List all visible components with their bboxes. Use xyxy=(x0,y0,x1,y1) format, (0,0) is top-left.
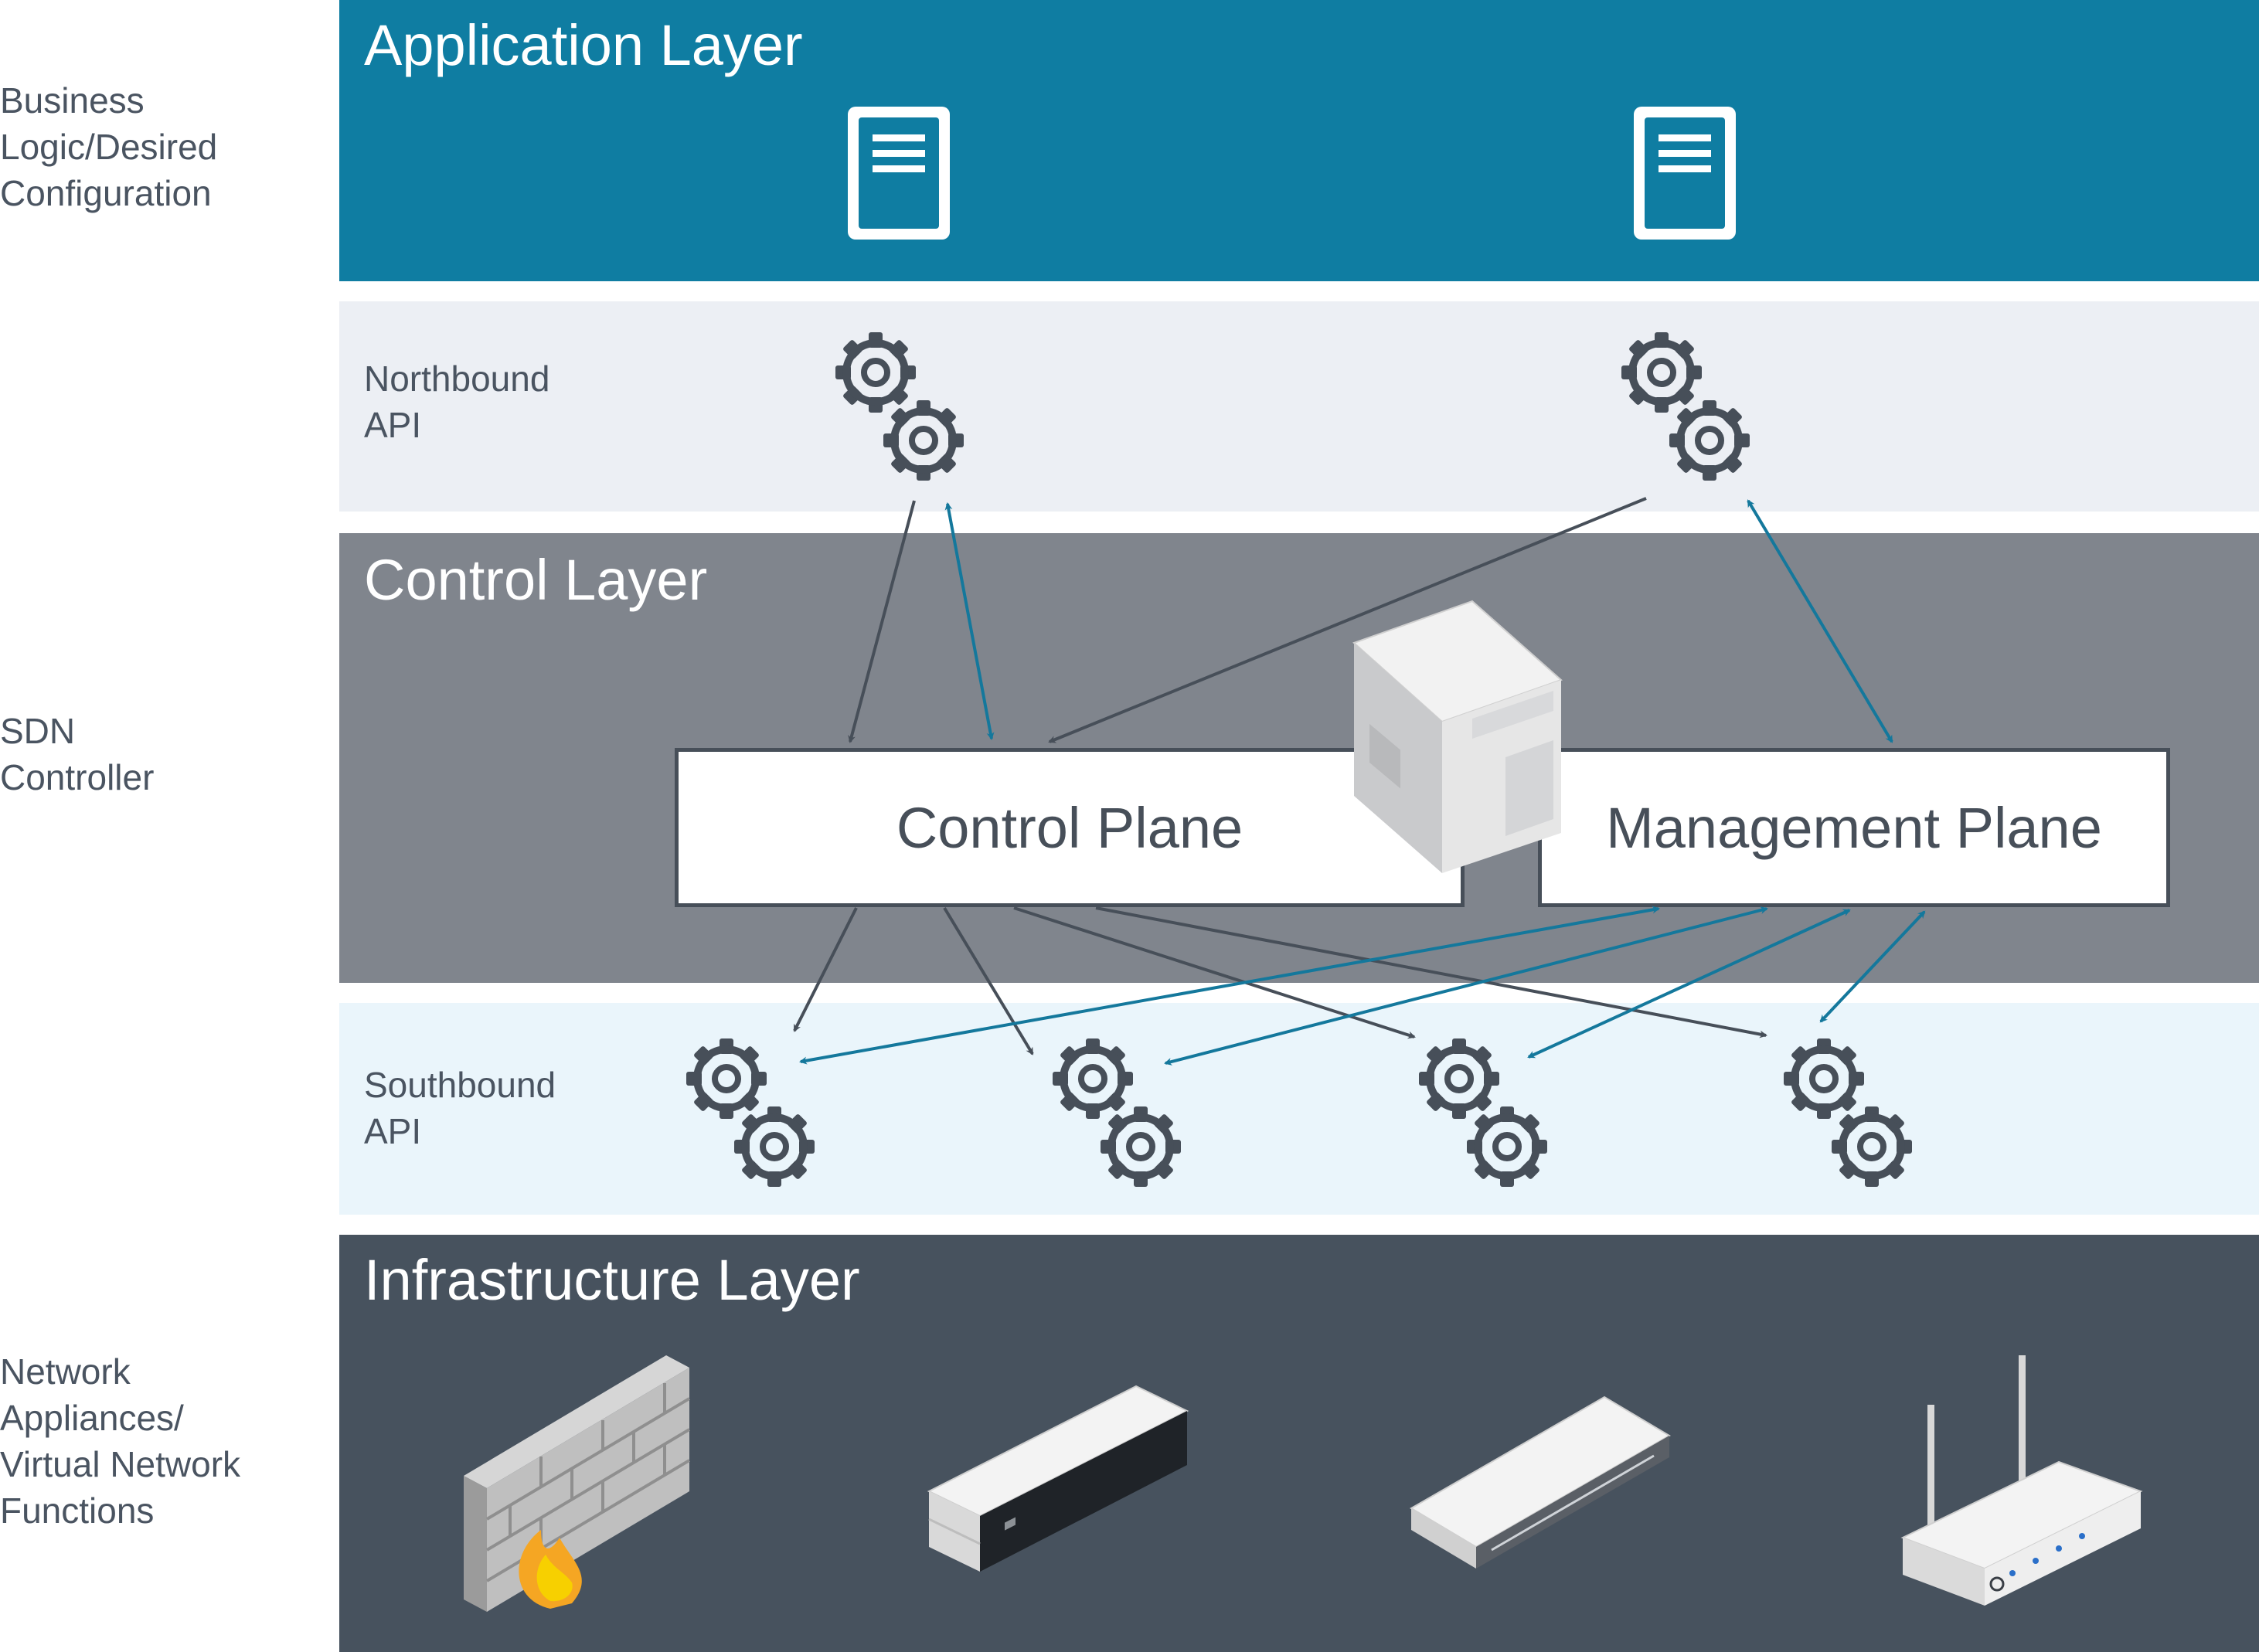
arrow-nb-left-to-control-plane xyxy=(848,500,916,743)
arrow-control-to-sb-3 xyxy=(1013,906,1416,1039)
management-plane-box: Management Plane xyxy=(1538,748,2170,907)
arrow-nb-right-management-plane-bidirectional xyxy=(1747,499,1893,743)
control-plane-box: Control Plane xyxy=(675,748,1465,907)
network-switch-icon xyxy=(1410,1395,1671,1569)
gears-icon xyxy=(1784,1038,1912,1187)
arrow-nb-left-control-plane-bidirectional xyxy=(944,502,995,740)
router-appliance-icon xyxy=(927,1385,1189,1572)
southbound-api-label: Southbound API xyxy=(364,1065,556,1151)
northbound-api-label: Northbound API xyxy=(364,359,550,445)
side-label-business-logic: Business Logic/Desired Configuration xyxy=(0,80,218,213)
arrow-control-to-sb-2 xyxy=(943,906,1034,1055)
side-label-sdn-controller: SDN Controller xyxy=(0,711,155,797)
arrow-control-to-sb-1 xyxy=(793,907,858,1032)
gears-icon xyxy=(686,1038,815,1187)
arrow-management-sb-3-bidirectional xyxy=(1527,909,1851,1059)
arrow-management-sb-4-bidirectional xyxy=(1819,910,1926,1023)
application-layer-title: Application Layer xyxy=(364,13,803,77)
management-plane-label: Management Plane xyxy=(1606,795,2102,860)
side-label-network-appliances: Network Appliances/ Virtual Network Func… xyxy=(0,1351,241,1531)
arrow-management-sb-1-bidirectional xyxy=(799,906,1660,1065)
server-tower-icon xyxy=(1352,600,1563,873)
document-icon xyxy=(848,107,950,240)
document-icon xyxy=(1634,107,1736,240)
arrow-nb-right-to-control-plane xyxy=(1048,497,1647,743)
wifi-router-icon xyxy=(1900,1355,2143,1606)
gears-icon xyxy=(835,332,964,481)
gears-icon xyxy=(1419,1038,1547,1187)
gears-icon xyxy=(1621,332,1750,481)
control-layer-title: Control Layer xyxy=(364,548,708,612)
application-layer-band: Application Layer xyxy=(339,0,2259,281)
firewall-icon xyxy=(464,1355,691,1612)
control-plane-label: Control Plane xyxy=(896,795,1243,860)
infrastructure-layer-title: Infrastructure Layer xyxy=(364,1248,860,1312)
gears-icon xyxy=(1053,1038,1181,1187)
arrow-control-to-sb-4 xyxy=(1095,906,1767,1038)
northbound-api-band: Northbound API xyxy=(339,301,2259,512)
